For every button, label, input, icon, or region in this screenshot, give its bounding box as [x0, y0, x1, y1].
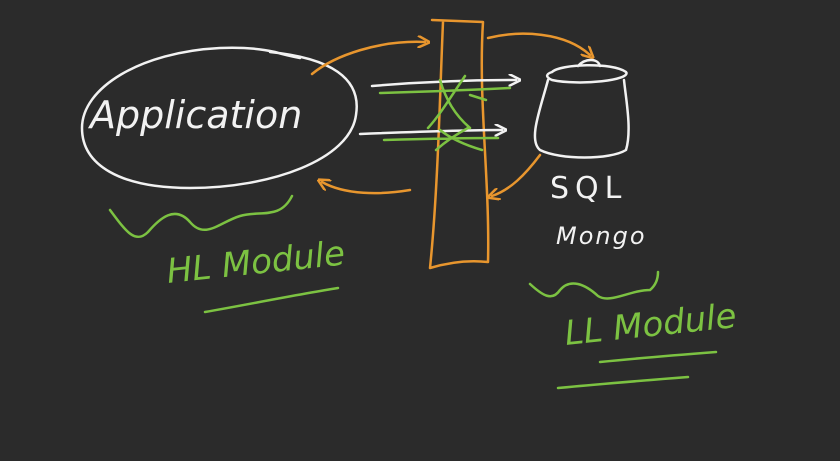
- ll-module-underline-2: [556, 375, 690, 390]
- db-to-layer-arrow: [492, 153, 542, 196]
- application-ellipse: [80, 46, 358, 190]
- application-label: Application: [87, 93, 302, 137]
- db-label-mongo: Mongo: [556, 222, 647, 250]
- app-to-layer-arrow: [310, 42, 425, 76]
- hl-module-underline: [203, 286, 340, 314]
- direct-arrow-top: [370, 80, 516, 88]
- db-label-sql: SQL: [550, 171, 627, 206]
- ll-module-underline-1: [598, 350, 718, 364]
- ll-squiggle: [528, 270, 660, 300]
- direct-arrow-bottom: [358, 130, 502, 134]
- layer-to-app-arrow: [322, 182, 412, 195]
- hl-squiggle: [108, 194, 294, 239]
- layer-to-db-arrow: [486, 32, 590, 55]
- database-bucket-icon: [533, 58, 630, 159]
- ll-module-label: LL Module: [563, 296, 739, 354]
- crossout-strokes: [378, 74, 512, 152]
- abstraction-layer-bar: [428, 18, 490, 270]
- hl-module-label: HL Module: [165, 233, 347, 291]
